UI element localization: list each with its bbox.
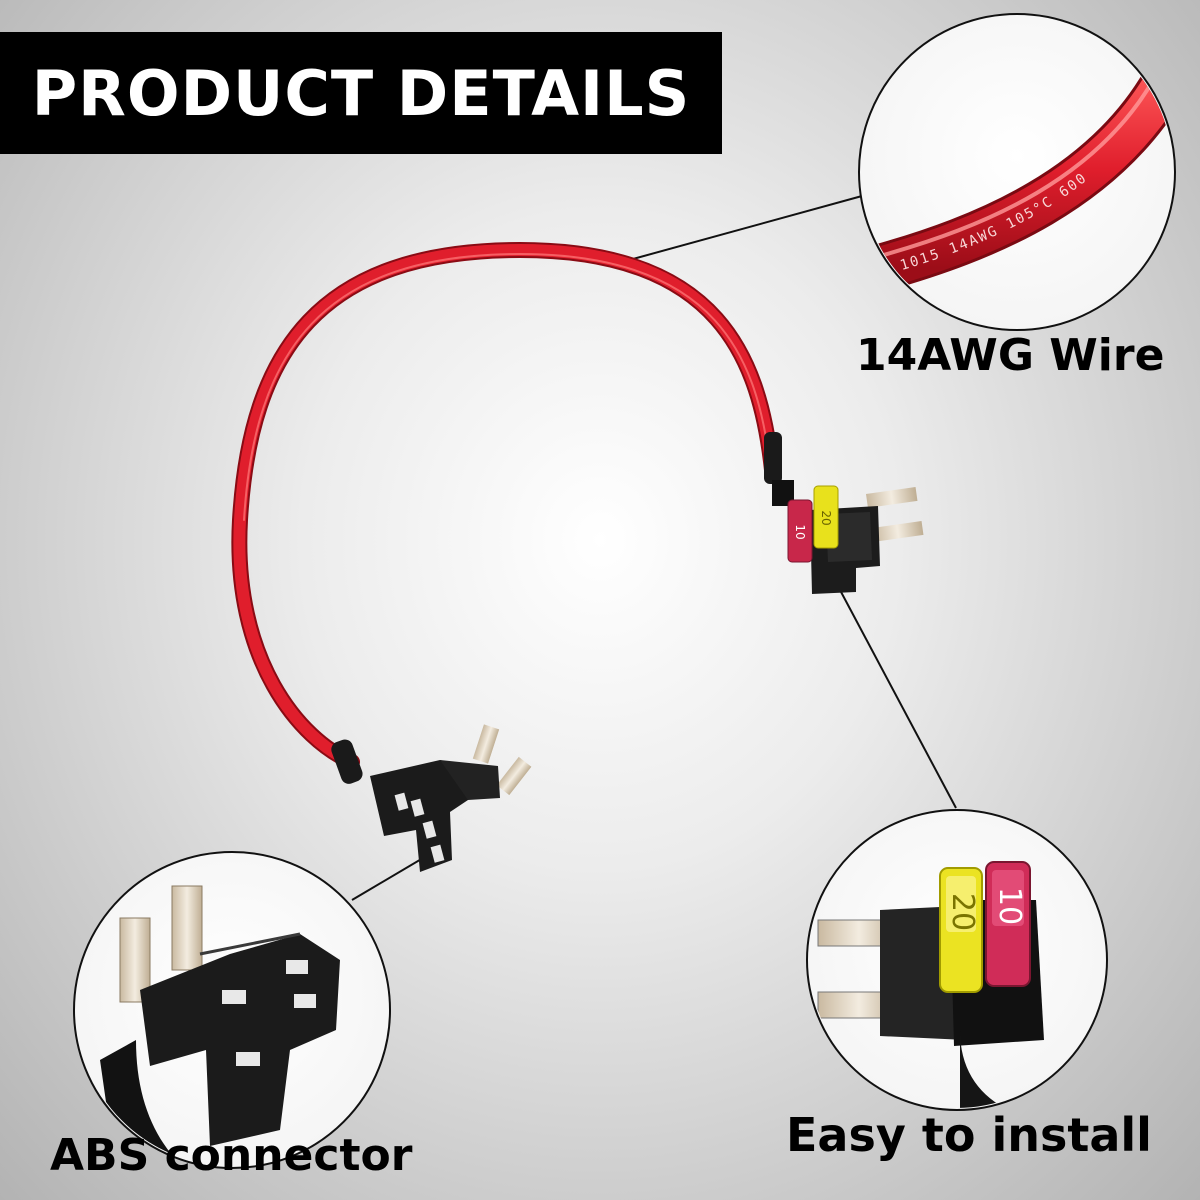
install-callout-line bbox=[839, 589, 957, 809]
install-closeup-circle: 20 10 bbox=[806, 809, 1108, 1111]
closeup-fuse-red-label: 10 bbox=[992, 887, 1027, 925]
wire-closeup-circle: 1015 14AWG 105°C 600 bbox=[858, 13, 1176, 331]
closeup-fuse-yellow-label: 20 bbox=[945, 893, 980, 931]
wire-callout-line bbox=[621, 195, 863, 263]
install-label: Easy to install bbox=[786, 1108, 1152, 1162]
connector-label: ABS connector bbox=[50, 1130, 413, 1181]
fuse-yellow-label: 20 bbox=[819, 510, 833, 525]
wire-label: 14AWG Wire bbox=[856, 330, 1165, 381]
red-wire bbox=[231, 241, 780, 770]
fuse-red-label: 10 bbox=[793, 524, 807, 539]
fuse-tap-bottom bbox=[331, 724, 532, 872]
page-title: PRODUCT DETAILS bbox=[0, 32, 722, 154]
fuse-tap-top: 10 20 bbox=[764, 432, 924, 594]
